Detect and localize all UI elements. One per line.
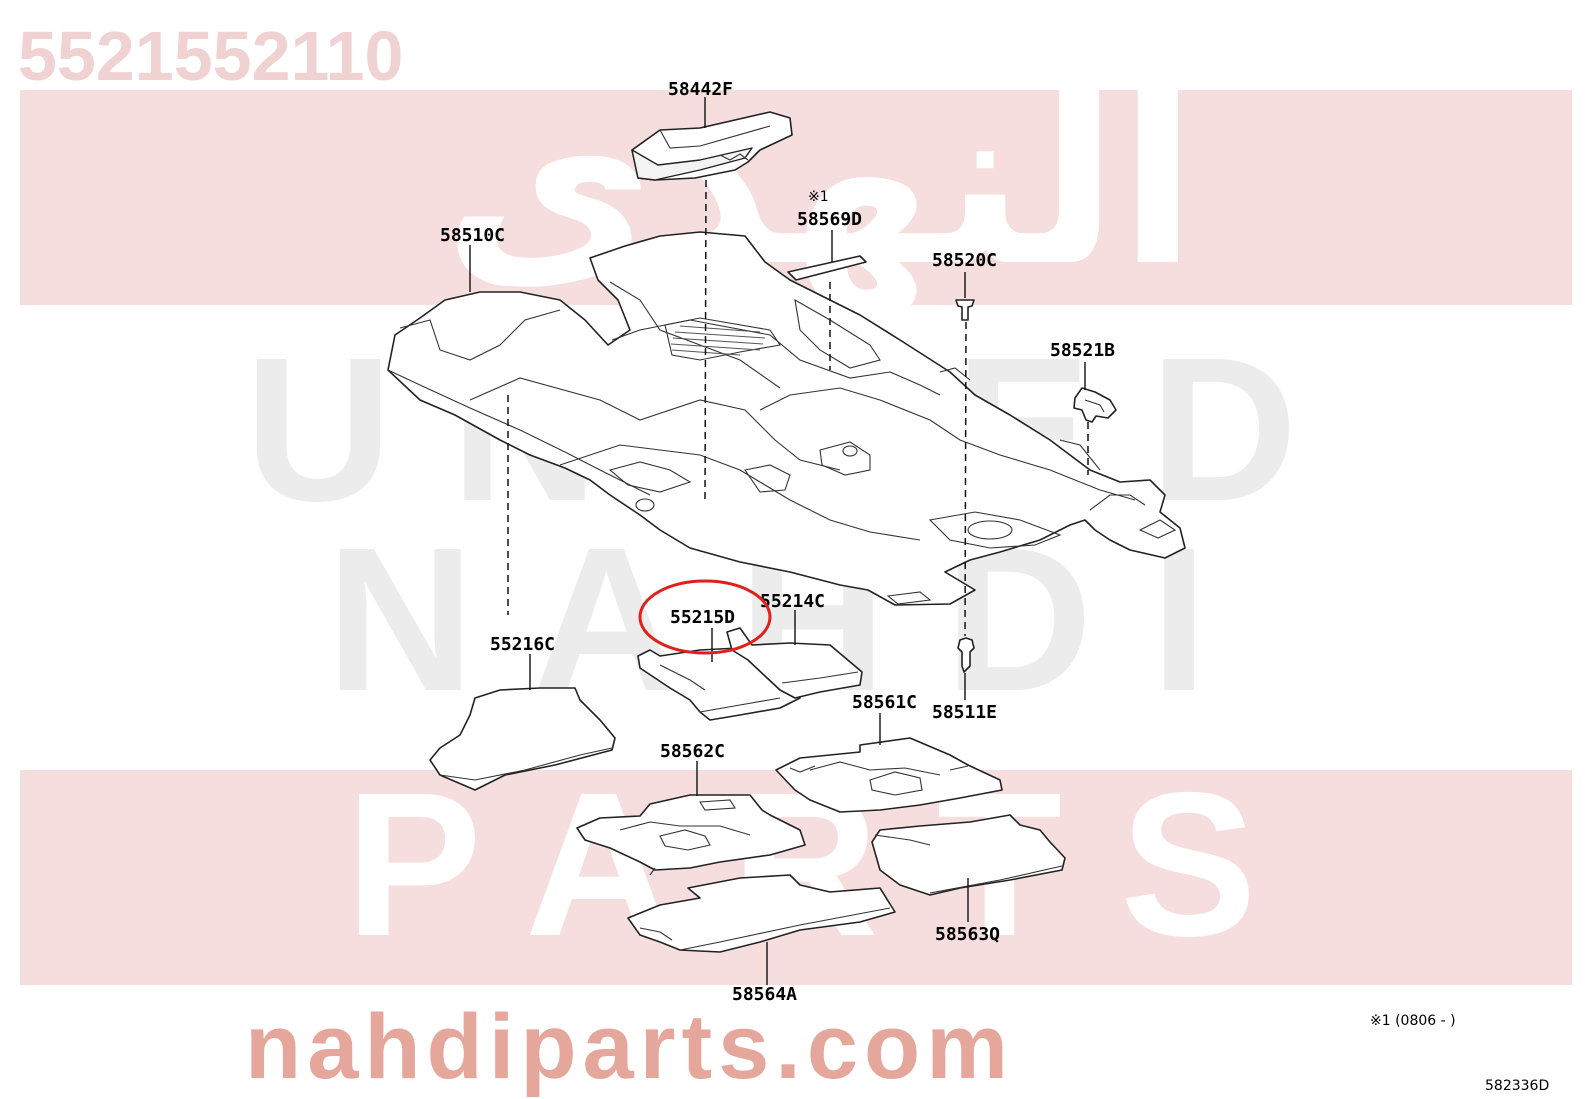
part-58563Q-shape xyxy=(871,814,1066,896)
label-58564A[interactable]: 58564A xyxy=(732,984,797,1005)
part-58442F-shape xyxy=(631,111,793,181)
label-58569D[interactable]: 58569D xyxy=(797,209,862,230)
part-55214C-shape xyxy=(726,627,863,699)
label-55214C[interactable]: 55214C xyxy=(760,591,825,612)
diagram-code: 582336D xyxy=(1485,1078,1549,1094)
part-labels: 58442F ※1 58569D 58510C 58520C 58521B 55… xyxy=(440,79,1115,1005)
label-58511E[interactable]: 58511E xyxy=(932,702,997,723)
note-58569D: ※1 xyxy=(808,189,829,205)
part-58561C-shape xyxy=(775,737,1003,813)
part-55216C-shape xyxy=(429,687,616,791)
watermark-arabic: النهدي xyxy=(443,50,1198,318)
label-58442F[interactable]: 58442F xyxy=(668,79,733,100)
part-number-title: 5521552110 xyxy=(18,17,403,95)
leader-lines xyxy=(469,97,1089,985)
part-58564A-shape xyxy=(627,874,896,953)
carpet-hatch-pattern xyxy=(670,325,766,356)
watermark-band-bottom xyxy=(20,770,1572,985)
highlight-circle-55215D xyxy=(638,579,772,655)
label-58561C[interactable]: 58561C xyxy=(852,692,917,713)
label-58521B[interactable]: 58521B xyxy=(1050,340,1115,361)
label-58562C[interactable]: 58562C xyxy=(660,741,725,762)
watermark-url: nahdiparts.com xyxy=(245,996,1014,1098)
floor-carpet-58510C xyxy=(387,231,1186,606)
watermark-band-top xyxy=(20,90,1572,305)
part-58521B-bracket xyxy=(1073,387,1117,423)
part-58569D-shape xyxy=(787,255,867,281)
label-58520C[interactable]: 58520C xyxy=(932,250,997,271)
label-55215D[interactable]: 55215D xyxy=(670,607,735,628)
label-55216C[interactable]: 55216C xyxy=(490,634,555,655)
part-58511E-clip xyxy=(957,637,975,673)
label-58563Q[interactable]: 58563Q xyxy=(935,924,1000,945)
part-58562C-shape xyxy=(576,794,806,876)
label-58510C[interactable]: 58510C xyxy=(440,225,505,246)
footnote: ※1 (0806 - ) xyxy=(1370,1013,1456,1029)
part-58520C-clip xyxy=(955,299,975,321)
